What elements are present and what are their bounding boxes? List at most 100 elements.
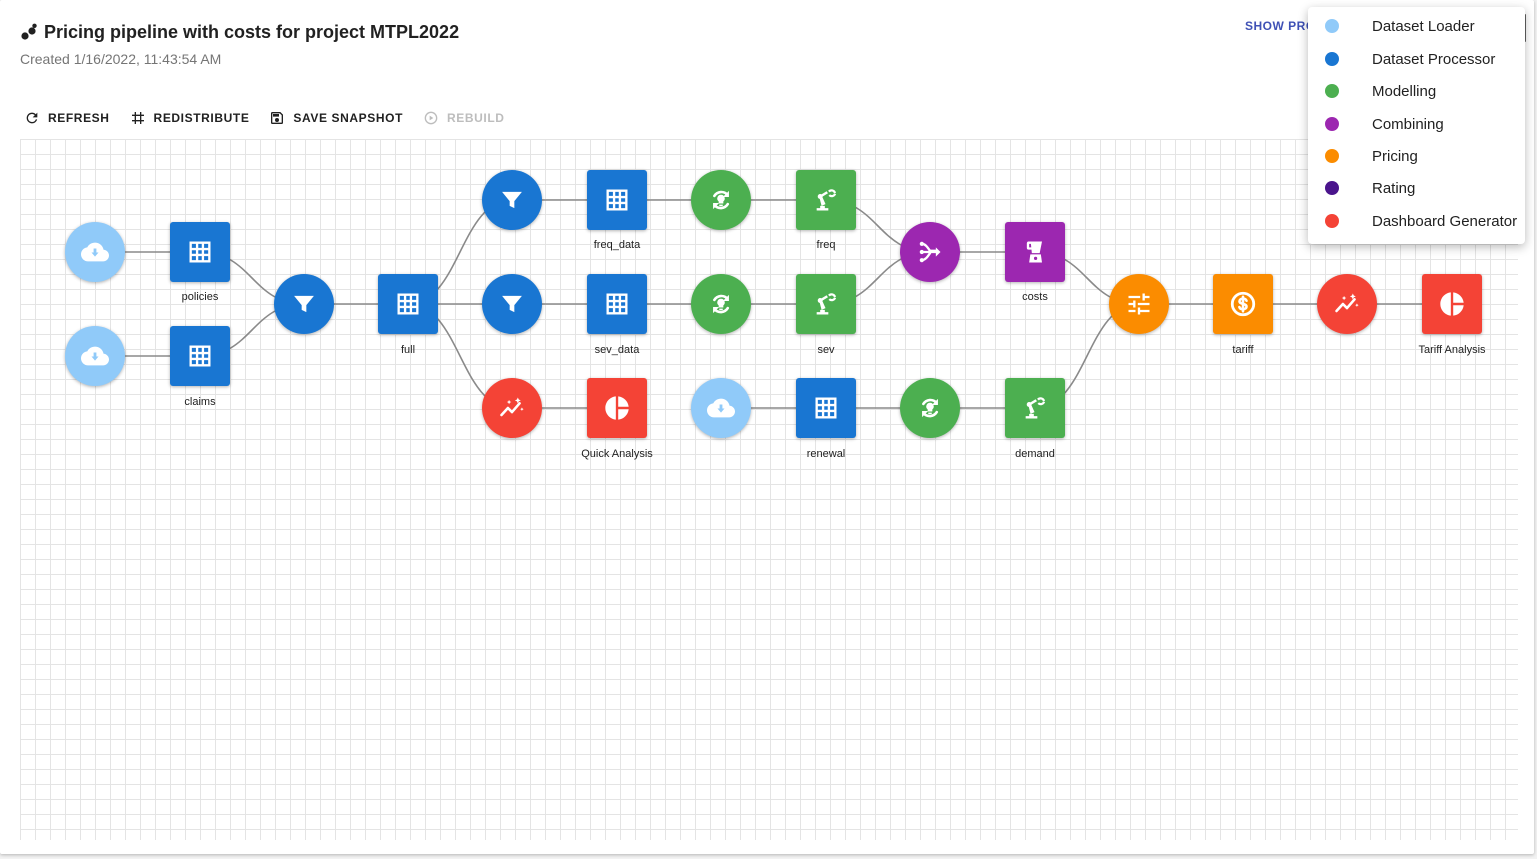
dataset-loader-node[interactable] bbox=[65, 222, 125, 282]
model-training-icon bbox=[916, 394, 944, 422]
legend-item[interactable]: Rating bbox=[1308, 173, 1525, 203]
refresh-button[interactable]: REFRESH bbox=[14, 103, 120, 133]
pricing-node[interactable] bbox=[1109, 274, 1169, 334]
node-label-policies: policies bbox=[181, 291, 219, 303]
table-icon bbox=[603, 186, 631, 214]
legend-dot bbox=[1325, 117, 1339, 131]
dataset-node-freq-data[interactable] bbox=[587, 170, 647, 230]
dollar-icon bbox=[1229, 290, 1257, 318]
node-label-costs: costs bbox=[1022, 291, 1048, 303]
filter-node-sev[interactable] bbox=[482, 274, 542, 334]
dashboard-chart-node[interactable] bbox=[482, 378, 542, 438]
node-label-freq: freq bbox=[816, 239, 836, 251]
robot-arm-icon bbox=[812, 186, 840, 214]
dashboard-chart-node[interactable] bbox=[1317, 274, 1377, 334]
filter-icon bbox=[498, 290, 526, 318]
filter-icon bbox=[290, 290, 318, 318]
model-training-icon bbox=[707, 186, 735, 214]
model-node-demand[interactable] bbox=[1005, 378, 1065, 438]
redistribute-label: REDISTRIBUTE bbox=[153, 111, 250, 125]
node-label-claims: claims bbox=[184, 396, 216, 408]
node-label-renewal: renewal bbox=[806, 448, 846, 460]
rebuild-label: REBUILD bbox=[447, 111, 505, 125]
dashboard-node-tariff-analysis[interactable] bbox=[1422, 274, 1482, 334]
dashboard-node-quick-analysis[interactable] bbox=[587, 378, 647, 438]
legend-label: Dataset Loader bbox=[1372, 17, 1475, 35]
dataset-node-policies[interactable] bbox=[170, 222, 230, 282]
node-label-freq-data: freq_data bbox=[593, 239, 641, 251]
pricing-node-tariff[interactable] bbox=[1213, 274, 1273, 334]
dataset-node-renewal[interactable] bbox=[796, 378, 856, 438]
pie-chart-icon bbox=[603, 394, 631, 422]
robot-arm-icon bbox=[812, 290, 840, 318]
robot-arm-icon bbox=[1021, 394, 1049, 422]
dataset-node-claims[interactable] bbox=[170, 326, 230, 386]
node-label-sev: sev bbox=[817, 344, 835, 356]
legend-label: Dashboard Generator bbox=[1372, 212, 1518, 230]
save-snapshot-button[interactable]: SAVE SNAPSHOT bbox=[259, 103, 413, 133]
pipeline-canvas[interactable]: policies claims full freq_data sev_data … bbox=[20, 139, 1518, 840]
trend-chart-icon bbox=[1333, 290, 1361, 318]
dataset-loader-node[interactable] bbox=[691, 378, 751, 438]
legend-menu: Dataset Loader Dataset Processor Modelli… bbox=[1308, 7, 1525, 244]
redistribute-button[interactable]: REDISTRIBUTE bbox=[120, 103, 260, 133]
legend-dot bbox=[1325, 19, 1339, 33]
table-icon bbox=[394, 290, 422, 318]
legend-label: Combining bbox=[1372, 115, 1444, 133]
legend-dot bbox=[1325, 149, 1339, 163]
dataset-node-full[interactable] bbox=[378, 274, 438, 334]
legend-label: Modelling bbox=[1372, 82, 1437, 100]
node-label-tariff: tariff bbox=[1232, 344, 1254, 356]
legend-item[interactable]: Dataset Loader bbox=[1308, 11, 1525, 41]
legend-dot bbox=[1325, 214, 1339, 228]
filter-icon bbox=[498, 186, 526, 214]
model-node-sev[interactable] bbox=[796, 274, 856, 334]
node-label-full: full bbox=[400, 344, 416, 356]
table-icon bbox=[186, 238, 214, 266]
legend-label: Dataset Processor bbox=[1372, 50, 1496, 68]
node-label-tariff-analysis: Tariff Analysis bbox=[1418, 344, 1486, 356]
merge-icon bbox=[916, 238, 944, 266]
modelling-node-demand[interactable] bbox=[900, 378, 960, 438]
legend-item[interactable]: Dashboard Generator bbox=[1308, 206, 1525, 236]
filter-node[interactable] bbox=[274, 274, 334, 334]
legend-dot bbox=[1325, 52, 1339, 66]
modelling-node-sev[interactable] bbox=[691, 274, 751, 334]
model-node-freq[interactable] bbox=[796, 170, 856, 230]
table-icon bbox=[186, 342, 214, 370]
legend-dot bbox=[1325, 181, 1339, 195]
legend-item[interactable]: Dataset Processor bbox=[1308, 44, 1525, 74]
grid-icon bbox=[131, 112, 144, 124]
cloud-download-icon bbox=[81, 342, 109, 370]
model-training-icon bbox=[707, 290, 735, 318]
created-timestamp: Created 1/16/2022, 11:43:54 AM bbox=[20, 51, 222, 67]
legend-item[interactable]: Pricing bbox=[1308, 141, 1525, 171]
table-icon bbox=[812, 394, 840, 422]
legend-label: Rating bbox=[1372, 179, 1416, 197]
legend-dot bbox=[1325, 84, 1339, 98]
modelling-node-freq[interactable] bbox=[691, 170, 751, 230]
dataset-loader-node[interactable] bbox=[65, 326, 125, 386]
blender-icon bbox=[1021, 238, 1049, 266]
node-label-quick-analysis: Quick Analysis bbox=[581, 448, 653, 460]
pie-chart-icon bbox=[1438, 290, 1466, 318]
filter-node-freq[interactable] bbox=[482, 170, 542, 230]
save-snapshot-label: SAVE SNAPSHOT bbox=[293, 111, 404, 125]
legend-label: Pricing bbox=[1372, 147, 1418, 165]
refresh-label: REFRESH bbox=[48, 111, 110, 125]
rebuild-button[interactable]: REBUILD bbox=[413, 103, 515, 133]
trend-chart-icon bbox=[498, 394, 526, 422]
toolbar: REFRESH REDISTRIBUTE SAVE SNAPSHOT REBUI… bbox=[14, 103, 515, 133]
scatter-dots-icon bbox=[21, 23, 37, 40]
play-circle-icon bbox=[424, 111, 438, 125]
combining-node[interactable] bbox=[900, 222, 960, 282]
show-project-link[interactable]: SHOW PRO bbox=[1245, 19, 1316, 33]
tune-icon bbox=[1125, 290, 1153, 318]
legend-item[interactable]: Combining bbox=[1308, 109, 1525, 139]
legend-item[interactable]: Modelling bbox=[1308, 76, 1525, 106]
table-icon bbox=[603, 290, 631, 318]
cloud-download-icon bbox=[707, 394, 735, 422]
combined-node-costs[interactable] bbox=[1005, 222, 1065, 282]
dataset-node-sev-data[interactable] bbox=[587, 274, 647, 334]
